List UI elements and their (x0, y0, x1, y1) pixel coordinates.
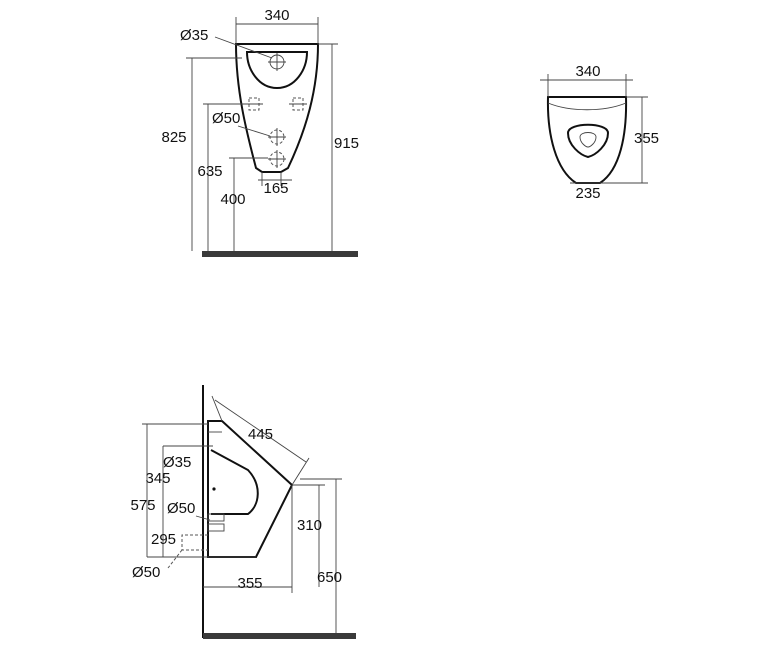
side-outlet-fitting-upper (207, 513, 225, 522)
side-outlet-fitting-lower (207, 523, 225, 532)
side-waste-pipe (167, 534, 208, 569)
front-height-400-label: 400 (220, 191, 245, 208)
side-waste-diameter-label: Ø50 (132, 564, 160, 581)
front-width-165-label: 165 (263, 180, 288, 197)
front-outlet-leader (237, 125, 271, 137)
side-dim-445-ext-a (211, 395, 223, 422)
side-spud-diameter-label: Ø35 (163, 454, 191, 471)
front-floor (202, 251, 358, 257)
side-height-650-label: 650 (317, 569, 342, 586)
front-width-label: 340 (264, 7, 289, 24)
top-inner-bowl (566, 123, 610, 159)
side-height-295-label: 295 (151, 531, 176, 548)
top-width-label: 340 (575, 63, 600, 80)
side-outlet-diameter-label: Ø50 (167, 500, 195, 517)
side-height-310-label: 310 (297, 517, 322, 534)
top-drain (579, 132, 597, 148)
side-dim-445-ext-b (291, 457, 310, 486)
front-view: 340 Ø35 825 Ø50 635 400 165 915 (161, 7, 359, 257)
front-spud-diameter-label: Ø35 (180, 27, 208, 44)
side-dim-445-line (214, 399, 307, 463)
side-projection-355-label: 355 (237, 575, 262, 592)
front-height-825-label: 825 (161, 129, 186, 146)
side-height-575-label: 575 (130, 497, 155, 514)
front-bowl (245, 51, 309, 90)
side-urinal-outline (207, 420, 294, 558)
top-base-width-label: 235 (575, 185, 600, 202)
top-view: 340 355 235 (540, 63, 659, 202)
top-depth-label: 355 (634, 130, 659, 147)
front-height-635-label: 635 (197, 163, 222, 180)
front-height-915-label: 915 (334, 135, 359, 152)
top-rim-curve (547, 102, 627, 111)
front-outlet-diameter-label: Ø50 (212, 110, 240, 127)
front-spud-leader (214, 36, 273, 59)
side-spud (212, 487, 216, 491)
side-outlet-leader (195, 515, 211, 521)
side-floor (203, 633, 356, 639)
side-view: 445 Ø35 345 575 Ø50 310 295 Ø50 355 650 (130, 385, 356, 639)
side-bowl (210, 449, 259, 515)
side-height-345-label: 345 (145, 470, 170, 487)
side-depth-445-label: 445 (248, 426, 273, 443)
